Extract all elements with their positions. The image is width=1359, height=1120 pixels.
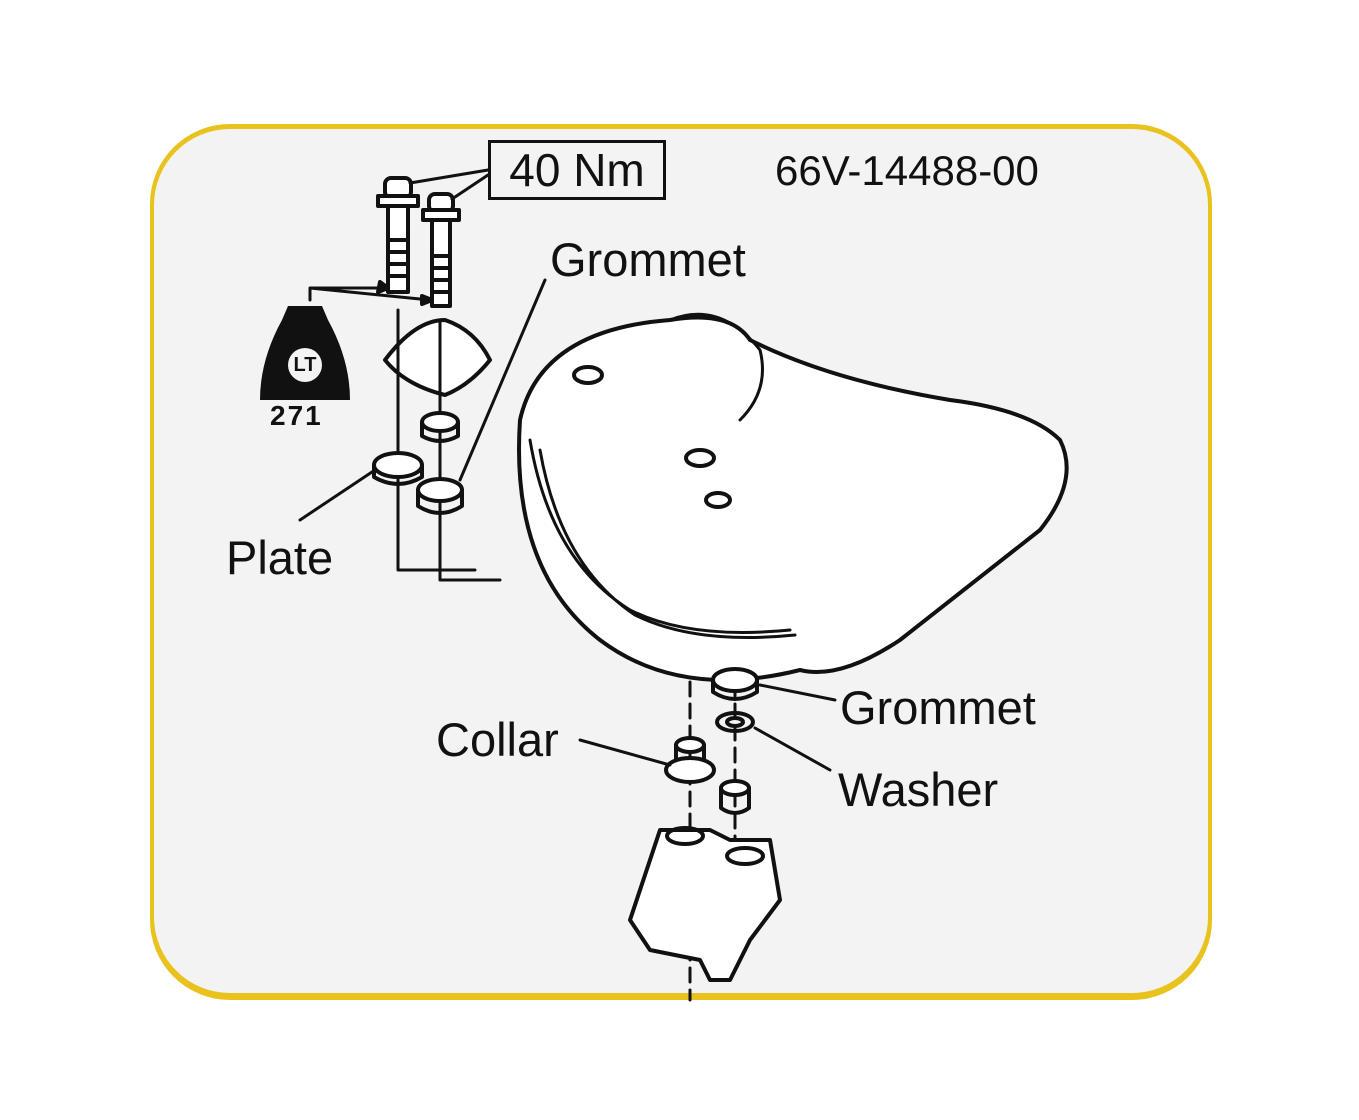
callout-plate: Plate xyxy=(226,531,334,584)
threadlock-number: 271 xyxy=(270,400,323,431)
part-number: 66V-14488-00 xyxy=(775,147,1039,194)
torque-spec: 40 Nm xyxy=(488,140,666,200)
mount-bracket-part xyxy=(628,828,782,982)
plate-part xyxy=(383,318,492,397)
exhaust-manifold-part xyxy=(517,315,1069,682)
bolt-left xyxy=(376,176,420,294)
bolt-right xyxy=(421,192,461,308)
callout-grommet-bottom: Grommet xyxy=(840,681,1036,734)
callout-collar: Collar xyxy=(436,713,559,766)
callout-grommet-top: Grommet xyxy=(550,233,746,286)
threadlock-badge: LT xyxy=(288,348,322,382)
callout-washer: Washer xyxy=(838,763,999,816)
